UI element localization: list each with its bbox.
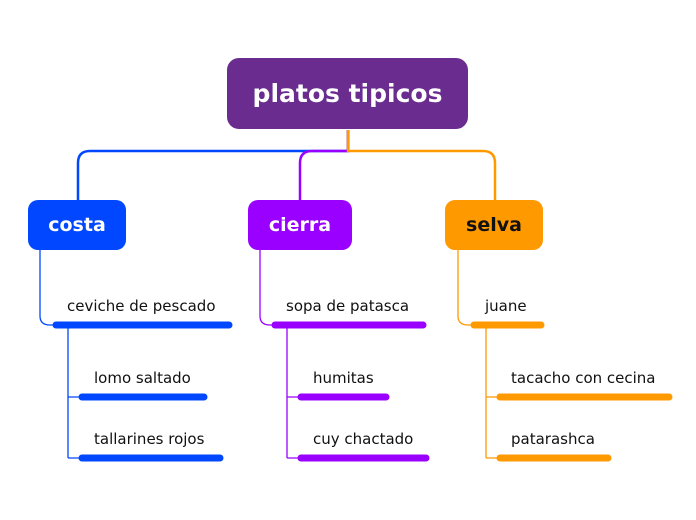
connector-cierra-item <box>259 250 275 326</box>
subitem-label-tallarines-rojos[interactable]: tallarines rojos <box>94 430 205 448</box>
connector-selva-subitems <box>485 325 500 459</box>
connector-selva-item <box>457 250 474 326</box>
category-node-selva[interactable]: selva <box>445 200 543 250</box>
connector-costa-item <box>39 250 56 326</box>
item-label-sopa-de-patasca[interactable]: sopa de patasca <box>286 297 410 315</box>
subitem-label-cuy-chactado[interactable]: cuy chactado <box>313 430 414 448</box>
category-node-costa[interactable]: costa <box>28 200 126 250</box>
connector-costa-subitems <box>67 325 82 459</box>
connector-cierra-subitems <box>286 325 301 459</box>
subitem-label-tacacho-con-cecina[interactable]: tacacho con cecina <box>511 369 656 387</box>
subitem-label-patarashca[interactable]: patarashca <box>511 430 595 448</box>
subitem-label-lomo-saltado[interactable]: lomo saltado <box>94 369 191 387</box>
root-node[interactable]: platos tipicos <box>227 58 468 129</box>
item-label-juane[interactable]: juane <box>485 297 527 315</box>
subitem-label-humitas[interactable]: humitas <box>313 369 374 387</box>
connector-root-cierra <box>298 130 350 200</box>
connector-root-selva <box>346 130 497 200</box>
item-label-ceviche-de-pescado[interactable]: ceviche de pescado <box>67 297 216 315</box>
category-node-cierra[interactable]: cierra <box>248 200 352 250</box>
connector-root-costa <box>76 130 350 200</box>
